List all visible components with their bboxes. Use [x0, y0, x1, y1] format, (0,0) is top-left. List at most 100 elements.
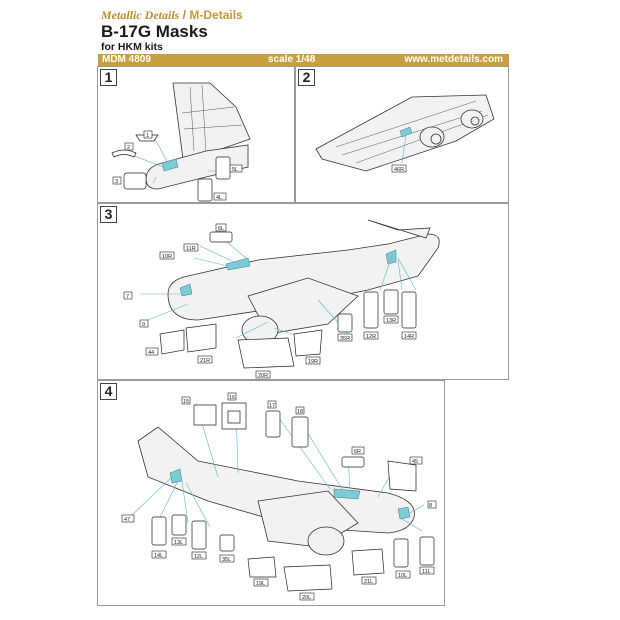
fuselage-nose	[145, 144, 249, 190]
mask-17	[265, 410, 281, 438]
step-4-leaders	[131, 402, 425, 532]
label-box-13R	[383, 315, 399, 324]
header-band: MDM 4809 scale 1/48 www.metdetails.com	[98, 54, 509, 66]
label-14L: 14L	[154, 553, 163, 559]
label-box-19L	[253, 578, 269, 587]
label-46R: 46R	[394, 167, 404, 173]
label-35L: 35L	[222, 557, 231, 563]
label-box-19R	[305, 356, 321, 365]
fuselage-4	[137, 426, 415, 534]
fuselage	[167, 233, 440, 321]
website-url: www.metdetails.com	[404, 54, 503, 65]
label-box-2	[124, 142, 134, 151]
label-box-1	[143, 130, 153, 139]
step-4-drawing: 15 16 17 18 6R 45 8 47 14L	[121, 392, 437, 601]
label-box-20L	[299, 592, 315, 601]
label-box-12R	[363, 331, 379, 340]
mask-35R	[337, 313, 353, 333]
mask-10L	[393, 538, 409, 568]
label-box-10L	[395, 570, 411, 579]
label-box-6L	[215, 223, 227, 232]
step-2-drawing: 46R	[315, 94, 495, 173]
step-3-panel: 3 6L 10R 11R 7 9 44 21R	[97, 203, 509, 380]
label-35R: 35R	[340, 336, 350, 342]
label-11L: 11L	[422, 569, 431, 575]
label-17: 17	[269, 403, 275, 409]
label-45: 45	[412, 459, 418, 465]
step-2-badge: 2	[298, 69, 315, 86]
mask-16	[221, 402, 247, 430]
mask-6L	[209, 231, 233, 243]
tail-fin-panels	[181, 84, 243, 154]
mask-21R	[185, 323, 217, 353]
label-5L: 5L	[232, 167, 238, 173]
mask-35L	[219, 534, 235, 552]
label-12L: 12L	[194, 554, 203, 560]
mask-14L	[151, 516, 167, 546]
label-10L: 10L	[398, 573, 407, 579]
brand-italic: Metallic Details	[101, 8, 180, 22]
mask-15	[193, 404, 217, 426]
mask-13L	[171, 514, 187, 536]
label-box-35R	[337, 333, 353, 342]
engine-inner-hub	[430, 133, 442, 145]
mask-20R	[237, 337, 295, 369]
label-box-11L	[419, 566, 435, 575]
label-1: 1	[146, 133, 149, 139]
mask-44	[159, 329, 185, 355]
label-box-11R	[183, 243, 199, 252]
step-4-badge: 4	[100, 383, 117, 400]
label-box-18	[295, 406, 305, 415]
mask-45	[387, 460, 417, 492]
label-box-13L	[171, 537, 187, 546]
tailplane	[367, 219, 431, 239]
label-6R: 6R	[354, 449, 361, 455]
mask-3	[123, 172, 147, 190]
brand-logo: Metallic Details / M-Details	[101, 8, 243, 23]
label-box-12L	[191, 551, 207, 560]
label-12R: 12R	[366, 334, 376, 340]
label-box-21L	[361, 576, 377, 585]
label-box-15	[181, 396, 191, 405]
mask-18	[291, 416, 309, 448]
label-2: 2	[127, 145, 130, 151]
label-box-17	[267, 400, 277, 409]
step-2-leader	[401, 134, 407, 164]
mask-21L	[351, 548, 385, 576]
label-box-8	[427, 500, 437, 509]
label-box-35L	[219, 554, 235, 563]
label-16: 16	[229, 395, 235, 401]
label-box-20R	[255, 370, 271, 379]
step-3-leaders	[140, 235, 417, 339]
label-box-3	[112, 176, 122, 185]
mask-5L	[215, 156, 231, 180]
mask-12L	[191, 520, 207, 550]
label-box-46R	[391, 164, 407, 173]
brand-name: M-Details	[189, 8, 243, 22]
mask-19L	[247, 556, 277, 578]
label-20R: 20R	[258, 373, 268, 379]
mask-20L	[283, 564, 333, 592]
label-20L: 20L	[302, 595, 311, 601]
nose-glass	[161, 158, 179, 172]
mask-4L	[197, 178, 213, 202]
label-10R: 10R	[162, 254, 172, 260]
nose-glass-4	[397, 506, 411, 520]
scale-label: scale 1/48	[268, 54, 316, 65]
mask-19R	[293, 329, 323, 357]
label-47: 47	[124, 517, 130, 523]
step-1-panel: 1 1 2 3 5L 4L	[97, 66, 295, 203]
label-7: 7	[126, 294, 129, 300]
mask-13R	[383, 289, 399, 315]
label-9: 9	[142, 322, 145, 328]
nose-glass-3	[179, 283, 193, 297]
step-3-badge: 3	[100, 206, 117, 223]
page-title: B-17G Masks	[101, 22, 208, 41]
label-44: 44	[148, 350, 154, 356]
mask-11L	[419, 536, 435, 566]
brand-separator: /	[182, 8, 187, 22]
engine-nacelle-4	[307, 526, 345, 556]
label-box-45	[409, 456, 423, 465]
mask-14R	[401, 291, 417, 329]
